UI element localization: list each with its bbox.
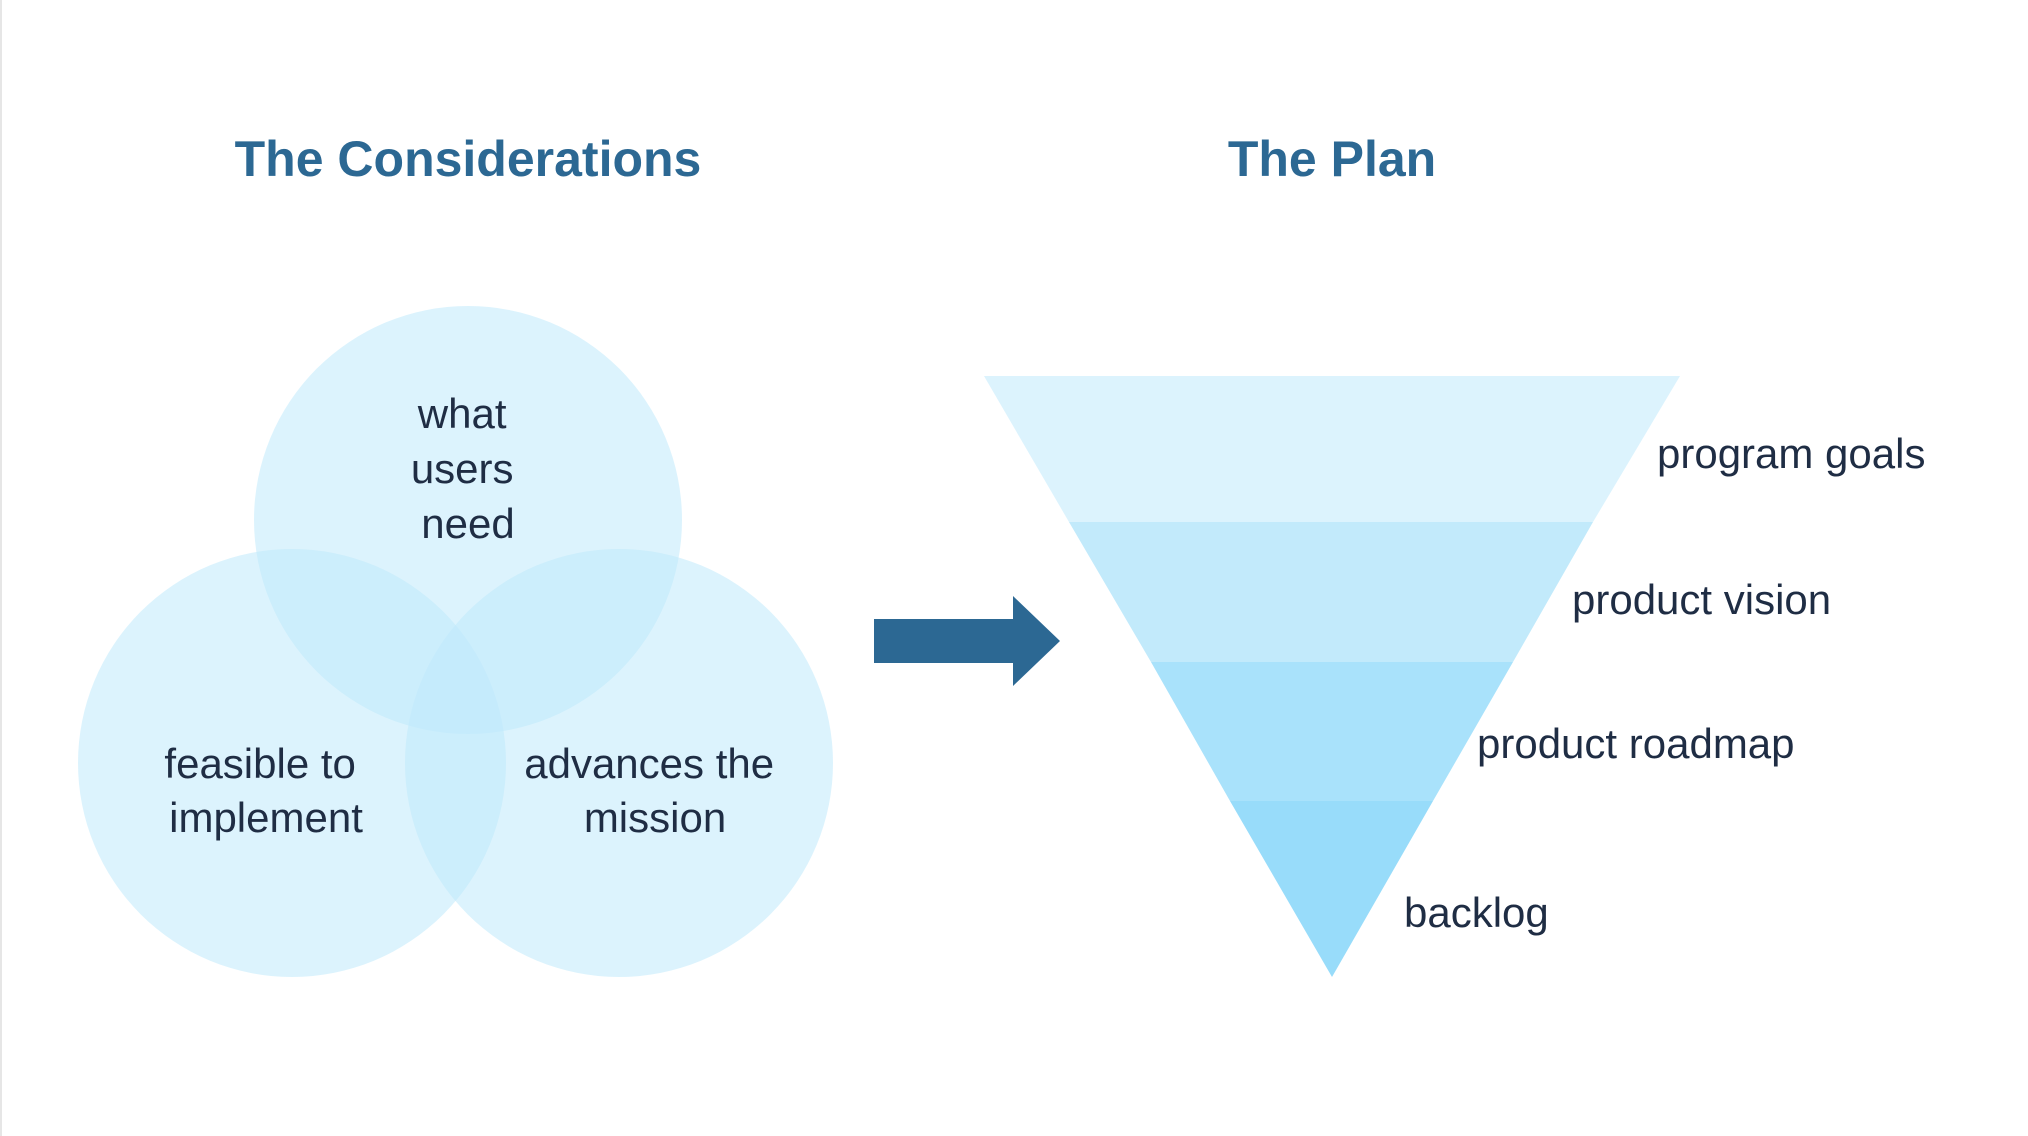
venn-label-users-line: need [421,500,514,547]
funnel-label-product-roadmap: product roadmap [1477,720,1795,767]
funnel-level-program-goals [984,376,1680,522]
right-arrow-icon [874,596,1060,686]
venn-label-users: what users need [411,390,525,547]
funnel-label-product-vision: product vision [1572,576,1831,623]
venn-label-feasible-line: implement [169,794,363,841]
slide-left-edge [0,0,2,1136]
venn-diagram: what users need feasible to implement ad… [78,306,833,977]
venn-label-mission-line: mission [584,794,726,841]
plan-heading: The Plan [1227,131,1437,187]
plan-funnel: program goals product vision product roa… [984,376,1925,977]
venn-label-feasible: feasible to implement [164,740,367,841]
venn-circle-mission [405,549,833,977]
funnel-level-product-vision [1069,522,1593,662]
funnel-label-backlog: backlog [1404,889,1549,936]
venn-label-feasible-line: feasible to [164,740,355,787]
venn-label-users-line: users [411,445,514,492]
funnel-level-product-roadmap [1151,662,1513,801]
funnel-level-backlog [1230,801,1433,977]
venn-label-mission-line: advances the [524,740,774,787]
venn-label-mission: advances the mission [524,740,786,841]
venn-label-users-line: what [417,390,507,437]
venn-circle-feasible [78,549,506,977]
considerations-heading: The Considerations [234,131,702,187]
funnel-label-program-goals: program goals [1657,430,1925,477]
